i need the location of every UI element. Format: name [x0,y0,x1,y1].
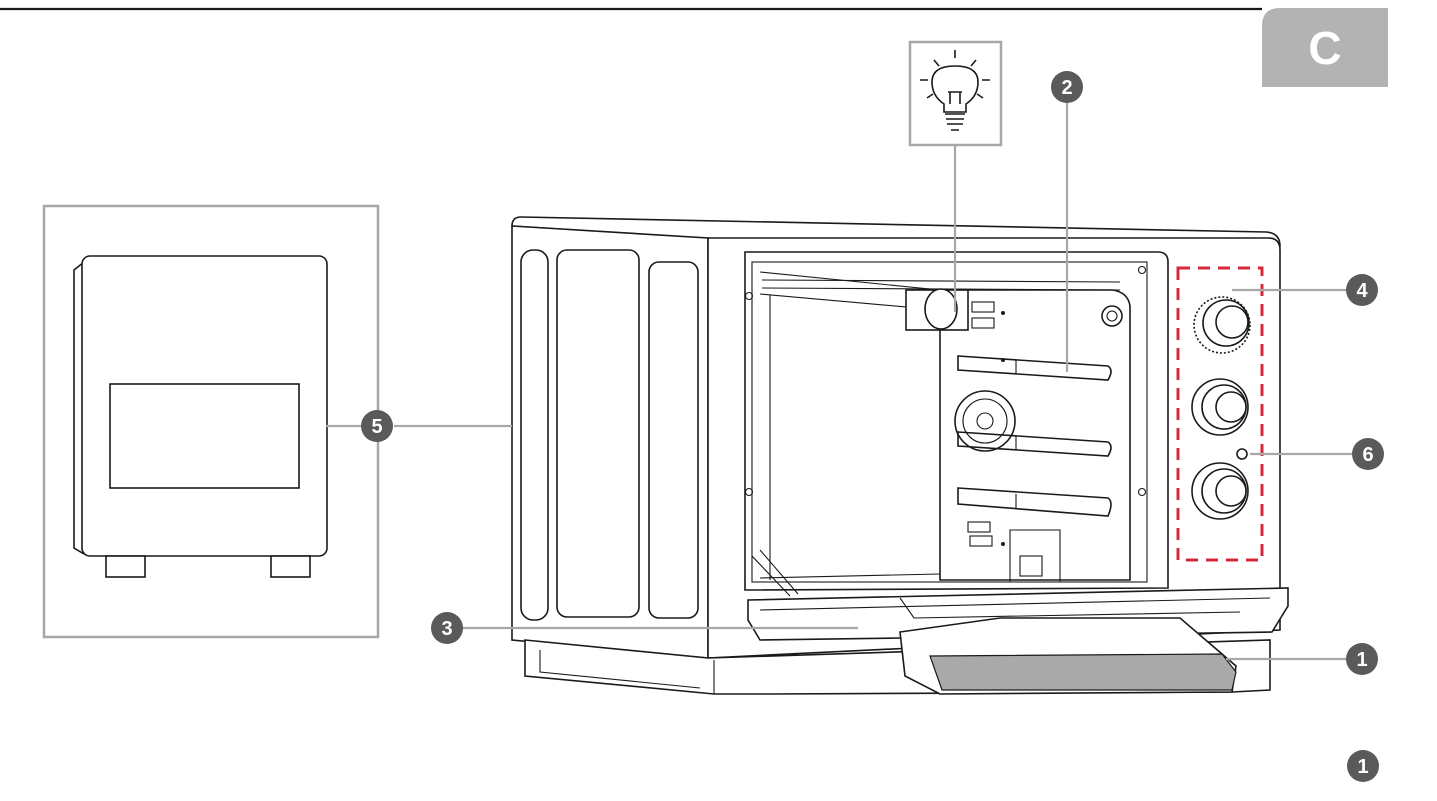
svg-text:3: 3 [441,618,452,640]
callout-6: 6 [1352,438,1384,470]
rack-rails [957,355,1112,517]
side-view-body [81,255,328,557]
svg-text:4: 4 [1356,280,1368,302]
light-bulb-icon [920,50,990,131]
control-panel [1176,266,1264,562]
side-view-foot-left [105,555,146,578]
oven-side-panel [511,225,709,659]
knob-function [1191,378,1249,436]
indicator-light [1236,448,1248,460]
crumb-tray [929,653,1237,691]
callout-5: 5 [361,410,393,442]
svg-text:6: 6 [1362,444,1373,466]
svg-text:5: 5 [371,416,382,438]
svg-text:2: 2 [1061,77,1072,99]
knob-timer [1191,462,1249,520]
convection-fan [954,390,1016,452]
callout-1: 1 [1346,643,1378,675]
side-view-window [109,383,300,489]
callout-3: 3 [431,612,463,644]
callout-2: 2 [1051,71,1083,103]
light-inset-frame [908,40,1003,147]
oven-door-open [747,549,1289,695]
section-tab: C [1262,8,1388,87]
leader-lines [326,100,1353,661]
callout-4: 4 [1346,274,1378,306]
light-inset [908,40,1003,147]
callout-legend-1: 1 [1347,750,1379,782]
section-tab-label: C [1308,22,1341,74]
knob-temperature [1193,296,1251,354]
side-view-inset [42,204,380,639]
section-tab-shape [1262,8,1388,87]
oven-main [511,216,1289,695]
svg-text:1: 1 [1357,756,1368,778]
side-view-foot-right [270,555,311,578]
control-panel-highlight [1176,266,1264,562]
svg-text:1: 1 [1356,649,1367,671]
